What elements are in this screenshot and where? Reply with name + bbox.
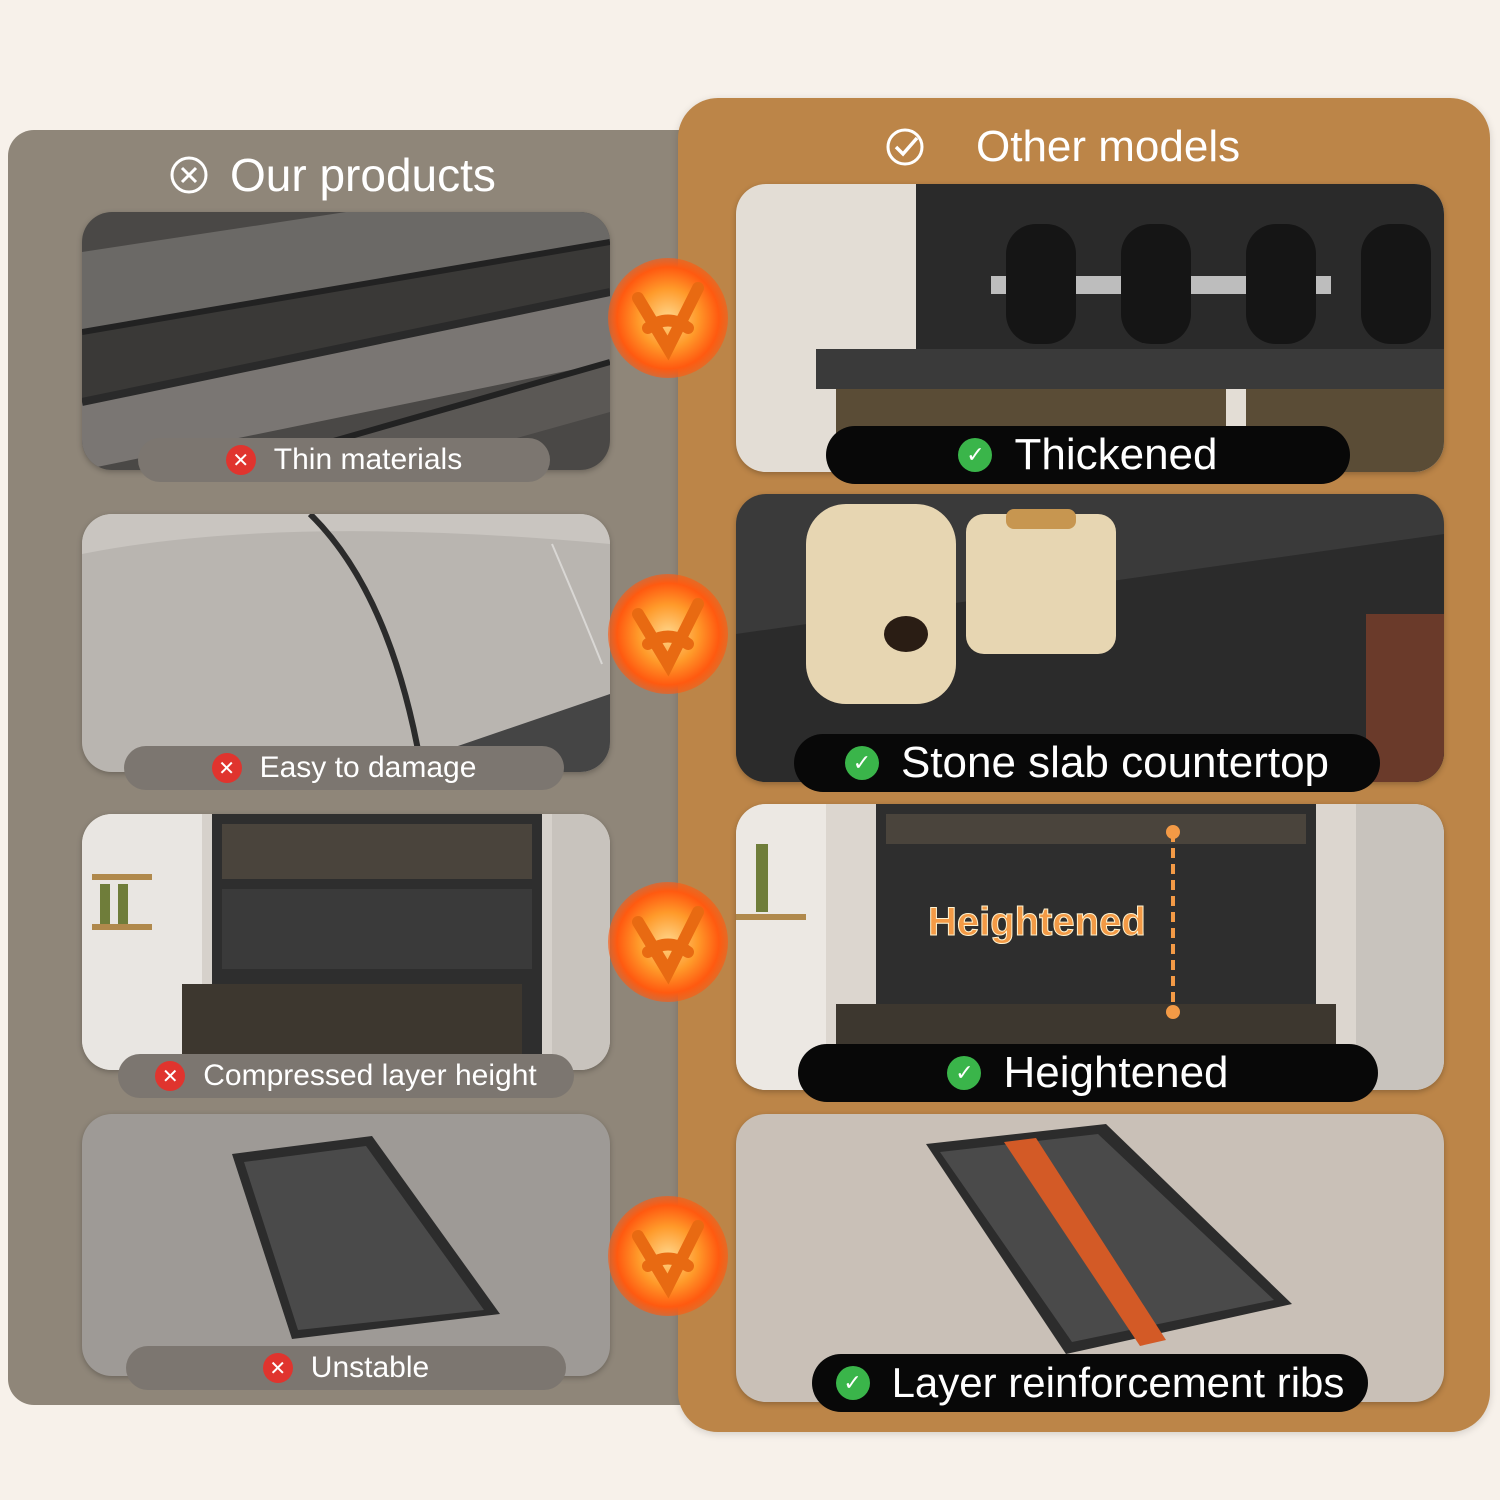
label-easy-to-damage-text: Easy to damage — [259, 751, 477, 784]
label-compressed-layer-height: ✕ Compressed layer height — [118, 1054, 574, 1098]
red-x-icon: ✕ — [262, 1353, 293, 1383]
label-thickened: ✓ Thickened — [826, 426, 1350, 484]
label-stone-slab-countertop-text: Stone slab countertop — [900, 738, 1330, 787]
right-heading: Other models — [884, 122, 1240, 172]
x-circle-icon — [170, 156, 208, 194]
left-heading: Our products — [168, 148, 496, 202]
thin-materials-photo — [82, 212, 610, 470]
compressed-height-photo — [82, 814, 610, 1070]
label-thin-materials-text: Thin materials — [273, 443, 463, 476]
right-heading-text: Other models — [976, 122, 1241, 171]
thickened-photo — [736, 184, 1444, 472]
red-x-icon: ✕ — [211, 753, 242, 783]
red-x-icon: ✕ — [155, 1061, 186, 1091]
heightened-photo — [736, 804, 1444, 1090]
unstable-photo — [82, 1114, 610, 1376]
label-unstable: ✕ Unstable — [126, 1346, 566, 1390]
easy-to-damage-photo — [82, 514, 610, 772]
versus-icon — [608, 882, 728, 1002]
check-circle-icon — [886, 128, 924, 166]
versus-icon — [608, 574, 728, 694]
label-thickened-text: Thickened — [1014, 430, 1218, 479]
label-heightened-text: Heightened — [1003, 1048, 1229, 1097]
label-layer-reinforcement-ribs: ✓ Layer reinforcement ribs — [812, 1354, 1368, 1412]
label-thin-materials: ✕ Thin materials — [138, 438, 550, 482]
label-compressed-layer-height-text: Compressed layer height — [203, 1059, 537, 1092]
red-x-icon: ✕ — [225, 445, 256, 475]
versus-icon — [608, 258, 728, 378]
label-unstable-text: Unstable — [310, 1351, 430, 1384]
versus-icon — [608, 1196, 728, 1316]
label-stone-slab-countertop: ✓ Stone slab countertop — [794, 734, 1380, 792]
left-heading-text: Our products — [230, 149, 496, 201]
label-layer-reinforcement-ribs-text: Layer reinforcement ribs — [891, 1359, 1345, 1406]
label-easy-to-damage: ✕ Easy to damage — [124, 746, 564, 790]
green-check-icon: ✓ — [844, 746, 879, 780]
green-check-icon: ✓ — [835, 1366, 870, 1400]
green-check-icon: ✓ — [947, 1056, 982, 1090]
label-heightened: ✓ Heightened — [798, 1044, 1378, 1102]
green-check-icon: ✓ — [958, 438, 993, 472]
heightened-annotation: Heightened — [928, 900, 1147, 945]
